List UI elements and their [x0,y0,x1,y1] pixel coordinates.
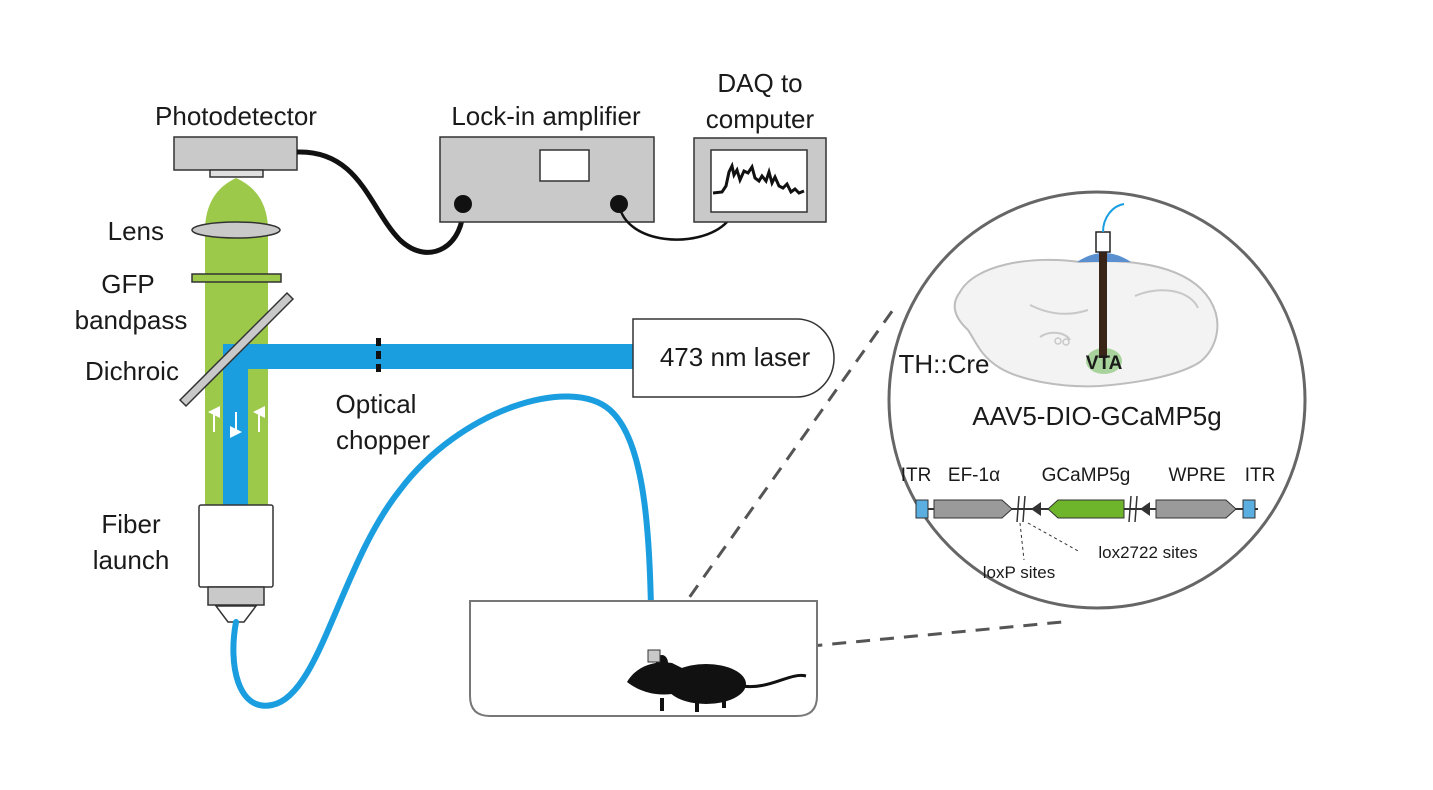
brain-illustration [953,203,1219,388]
daq-label-line1: DAQ to [717,68,802,98]
lens [191,221,281,239]
ferrule [1095,231,1111,253]
implanted-fiber [1099,250,1107,358]
lox2722-label: lox2722 sites [1098,543,1197,562]
lens-label: Lens [108,216,164,246]
th-cre-label: TH::Cre [899,349,990,379]
zoom-indicator-lines [660,306,1063,662]
dichroic-label: Dichroic [85,356,179,386]
patch-cord [1102,203,1125,233]
photodetector [173,136,298,178]
itr-right-label: ITR [1245,465,1276,486]
chopper-label-line1: Optical [336,389,417,419]
construct-map [915,495,1258,561]
fiber-launch-label-line1: Fiber [101,509,161,539]
gfp-bandpass-filter [191,273,282,283]
ef1a-arrow [933,499,1013,519]
emission-light-path [205,178,268,505]
ef1a-label: EF-1α [948,465,1000,486]
wpre-arrow [1155,499,1237,519]
itr-left-box [915,499,929,519]
vta-label: VTA [1086,353,1123,374]
detector-cable [296,149,466,255]
mouse-cage [469,600,818,717]
daq-label-line2: computer [706,104,815,134]
optical-fiber [230,393,655,709]
loxp-label: loxP sites [983,563,1055,582]
itr-right-box [1242,499,1256,519]
vta-region [1086,348,1122,374]
daq-cable [617,203,728,241]
excitation-light-path [223,344,643,506]
chopper-label-line2: chopper [336,425,430,455]
lock-in-amplifier [439,136,655,223]
daq-computer [693,137,827,223]
photodetector-label: Photodetector [155,101,317,131]
lock-in-amplifier-label: Lock-in amplifier [451,101,641,131]
gfp-label-line1: GFP [101,269,154,299]
beam-direction-arrows [208,406,265,438]
optical-chopper [376,338,381,372]
dichroic-mirror [178,291,295,408]
wpre-label: WPRE [1169,465,1226,486]
fiber-launch [198,504,274,623]
gcamp-label: GCaMP5g [1042,465,1131,486]
mouse-silhouette [627,649,807,712]
gcamp-arrow [1047,499,1125,519]
laser-label: 473 nm laser [660,342,811,372]
laser-source [632,318,835,398]
gfp-label-line2: bandpass [75,305,188,335]
photometry-trace [712,161,805,195]
fiber-launch-label-line2: launch [93,545,170,575]
itr-left-label: ITR [901,465,932,486]
virus-label: AAV5-DIO-GCaMP5g [972,401,1221,431]
